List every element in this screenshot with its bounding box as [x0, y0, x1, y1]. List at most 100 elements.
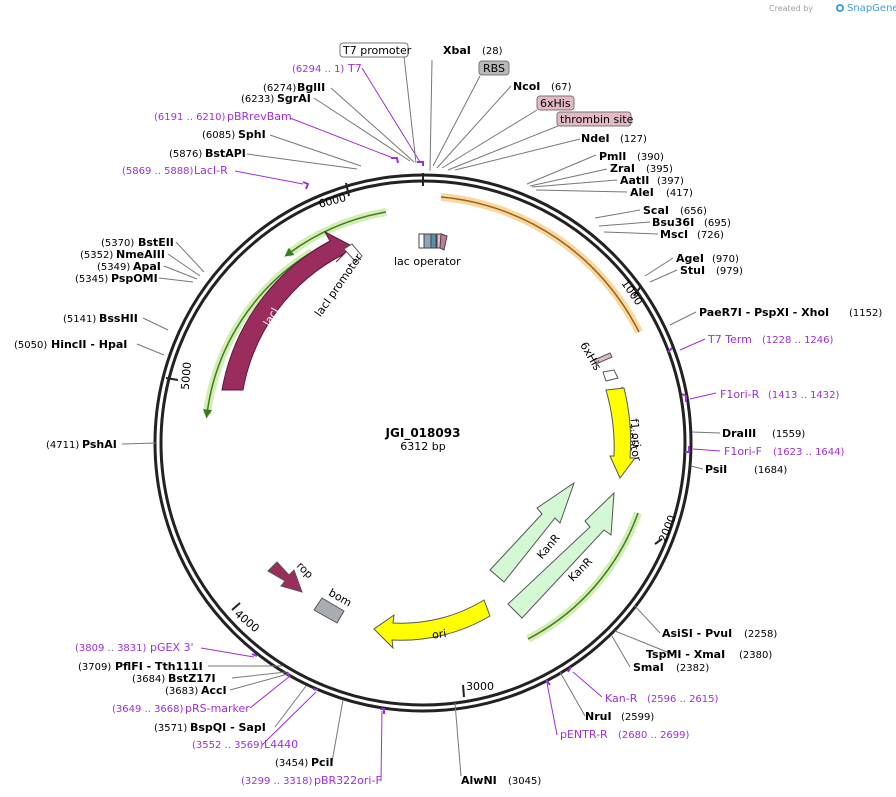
svg-text:NcoI: NcoI: [513, 80, 540, 93]
site-bstz17i[interactable]: (3684)BstZ17I: [132, 672, 216, 685]
site-pspomi[interactable]: (5345)PspOMI: [75, 272, 158, 285]
svg-text:ZraI: ZraI: [610, 162, 635, 175]
svg-text:(3809 .. 3831): (3809 .. 3831): [75, 643, 147, 654]
site-nrui[interactable]: NruI(2599): [585, 710, 654, 723]
kanr-line: [527, 512, 639, 640]
site-apai[interactable]: (5349)ApaI: [97, 260, 161, 273]
svg-text:SphI: SphI: [238, 128, 266, 141]
svg-text:Bsu36I: Bsu36I: [652, 216, 694, 229]
site-bsshii[interactable]: (5141)BssHII: [63, 312, 138, 325]
laci-promoter-arrow[interactable]: [343, 243, 363, 263]
site-xbai[interactable]: XbaI(28): [443, 44, 503, 57]
svg-text:F1ori-R: F1ori-R: [720, 388, 760, 401]
primer-marks: [251, 157, 690, 714]
svg-text:(6274): (6274): [263, 83, 296, 94]
svg-text:AatII: AatII: [620, 174, 649, 187]
site-smai[interactable]: SmaI(2382): [633, 661, 709, 674]
svg-text:(1228 .. 1246): (1228 .. 1246): [762, 335, 834, 346]
primer-prs-marker[interactable]: (3649 .. 3668)pRS-marker: [112, 702, 250, 715]
site-msci[interactable]: MscI(726): [660, 228, 724, 241]
box-rbs[interactable]: RBS: [478, 60, 510, 76]
site-pmli[interactable]: PmlI(390): [599, 150, 664, 163]
primer-pgex-3[interactable]: (3809 .. 3831)pGEX 3': [75, 641, 194, 654]
svg-text:BstAPI: BstAPI: [205, 147, 246, 160]
box-6xhis[interactable]: 6xHis: [536, 95, 575, 111]
laci-arrow[interactable]: [221, 230, 353, 391]
primer-t7-term[interactable]: T7 Term(1228 .. 1246): [707, 333, 834, 346]
site-pflfi-tth111i[interactable]: (3709) PflFI - Tth111I: [78, 660, 203, 673]
site-sgrai[interactable]: (6233)SgrAI: [241, 92, 311, 105]
site-paer7i-pspxi-xhoi[interactable]: PaeR7I - PspXI - XhoI(1152): [699, 306, 882, 319]
site-psii[interactable]: PsiI(1684): [705, 463, 787, 476]
site-alwni[interactable]: AlwNI(3045): [461, 774, 541, 787]
primer-f1ori-r[interactable]: F1ori-R(1413 .. 1432): [720, 388, 840, 401]
svg-text:BglII: BglII: [297, 81, 325, 94]
box-thrombin-site[interactable]: thrombin site: [556, 111, 634, 127]
svg-text:NmeAIII: NmeAIII: [116, 248, 165, 261]
site-pcii[interactable]: (3454)PciI: [275, 756, 333, 769]
site-bspqi-sapi[interactable]: (3571)BspQI - SapI: [154, 721, 266, 734]
svg-text:(1623 .. 1644): (1623 .. 1644): [773, 447, 845, 458]
site-aatii[interactable]: AatII(397): [620, 174, 684, 187]
primer-t7[interactable]: (6294 .. 1)T7: [292, 62, 362, 75]
site-sphi[interactable]: (6085)SphI: [202, 128, 266, 141]
site-tspmi-xmai[interactable]: TspMI - XmaI(2380): [646, 648, 772, 661]
box-rbs-label: RBS: [483, 62, 505, 75]
site-agei[interactable]: AgeI(970): [676, 252, 739, 265]
svg-text:T7: T7: [347, 62, 362, 75]
primer-laci-r[interactable]: (5869 .. 5888)LacI-R: [122, 164, 228, 177]
site-draiii[interactable]: DraIII(1559): [722, 427, 805, 440]
primer-pentr-r[interactable]: pENTR-R (2680 .. 2699): [560, 728, 690, 741]
primer-kan-r[interactable]: Kan-R(2596 .. 2615): [605, 692, 719, 705]
site-acci[interactable]: (3683)AccI: [165, 684, 227, 697]
site-hincii-hpai[interactable]: (5050)HincII - HpaI: [14, 338, 127, 351]
site-bstapi[interactable]: (5876)BstAPI: [169, 147, 246, 160]
f1-ori-label: f1 ori: [628, 418, 643, 448]
site-nmeaiii[interactable]: (5352)NmeAIII: [80, 248, 165, 261]
rop-arrow[interactable]: [267, 561, 303, 593]
svg-text:(28): (28): [482, 46, 503, 57]
primer-pbrrevbam[interactable]: (6191 .. 6210)pBRrevBam: [154, 110, 292, 123]
primer-f1ori-f[interactable]: F1ori-F(1623 .. 1644): [724, 445, 845, 458]
box-t7-promoter[interactable]: T7 promoter: [339, 42, 412, 58]
site-bsteii[interactable]: (5370)BstEII: [101, 236, 174, 249]
tick-label-4000: 4000: [232, 607, 262, 635]
site-asisi-pvui[interactable]: AsiSI - PvuI(2258): [662, 627, 777, 640]
f1-ori-arrow[interactable]: [605, 387, 636, 479]
svg-text:PspOMI: PspOMI: [111, 272, 158, 285]
svg-text:pENTR-R: pENTR-R: [560, 728, 608, 741]
svg-text:(3649 .. 3668): (3649 .. 3668): [112, 704, 184, 715]
site-ndei[interactable]: NdeI(127): [581, 132, 647, 145]
box-leaders: [403, 55, 559, 171]
site-pshai[interactable]: (4711)PshAI: [46, 438, 117, 451]
right-site-labels: XbaI(28) NcoI (67) NdeI(127) PmlI(390) Zr…: [443, 44, 882, 787]
primer-l4440[interactable]: (3552 .. 3569)L4440: [192, 738, 298, 751]
svg-text:(3683): (3683): [165, 686, 198, 697]
site-ncoi[interactable]: NcoI (67): [513, 80, 572, 93]
bom-feature[interactable]: [313, 597, 345, 624]
svg-text:(67): (67): [551, 82, 572, 93]
site-zrai[interactable]: ZraI(395): [610, 162, 673, 175]
site-alei[interactable]: AleI(417): [630, 186, 693, 199]
svg-text:(2680 .. 2699): (2680 .. 2699): [618, 730, 690, 741]
site-scai[interactable]: ScaI(656): [643, 204, 707, 217]
ori-arrow[interactable]: [373, 599, 491, 650]
primer-leaders: [200, 67, 721, 782]
lacI-promoter-arrow: [284, 211, 387, 257]
svg-text:PflFI - Tth111I: PflFI - Tth111I: [115, 660, 203, 673]
kanr-arrow-outer[interactable]: [507, 491, 615, 619]
svg-text:(3709): (3709): [78, 662, 111, 673]
site-bglii[interactable]: (6274)BglII: [263, 81, 325, 94]
feature-arcs: [203, 193, 643, 643]
t7-terminator-feature[interactable]: [602, 369, 619, 382]
primer-pbr322ori-f[interactable]: (3299 .. 3318)pBR322ori-F: [241, 774, 382, 787]
svg-text:LacI-R: LacI-R: [194, 164, 228, 177]
kanr-arrow-inner[interactable]: [489, 481, 575, 583]
site-bsu36i[interactable]: Bsu36I(695): [652, 216, 731, 229]
lac-operator-group[interactable]: [418, 233, 448, 251]
svg-text:BspQI - SapI: BspQI - SapI: [190, 721, 266, 734]
lac-operator-label: lac operator: [394, 255, 461, 268]
site-stui[interactable]: StuI(979): [680, 264, 743, 277]
svg-text:(2380): (2380): [739, 650, 772, 661]
six-his-feature[interactable]: [593, 352, 613, 365]
